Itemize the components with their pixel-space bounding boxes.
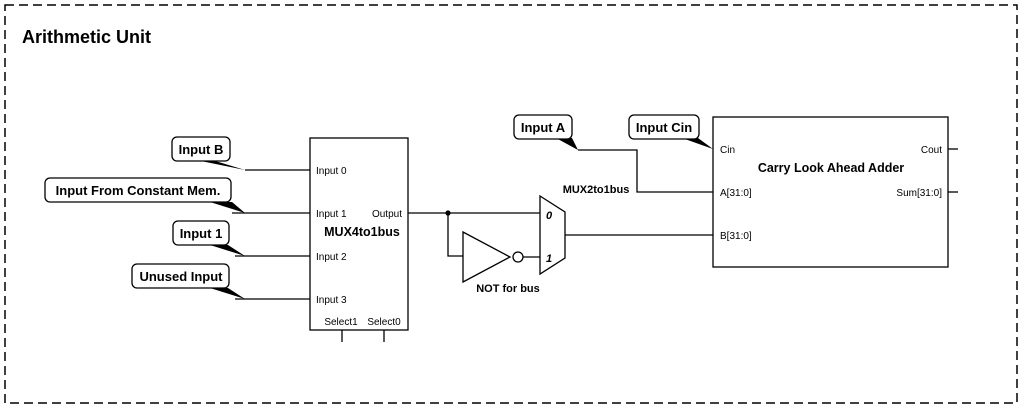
pin-unused-input-label: Unused Input <box>139 269 223 284</box>
pin-input-a[interactable]: Input A <box>513 114 578 150</box>
pin-input-cin-label: Input Cin <box>636 120 692 135</box>
adder-a-label: A[31:0] <box>720 188 752 199</box>
wire-to-not-gate <box>447 213 463 257</box>
pin-input-b[interactable]: Input B <box>171 136 245 170</box>
arithmetic-unit-frame <box>4 4 1018 404</box>
pin-input-b-label: Input B <box>179 142 224 157</box>
adder-cout-label: Cout <box>921 145 942 156</box>
mux4-input0-label: Input 0 <box>316 166 347 177</box>
not-gate-name: NOT for bus <box>476 283 540 295</box>
adder-b-label: B[31:0] <box>720 231 752 242</box>
adder-sum-label: Sum[31:0] <box>896 188 942 199</box>
mux2-input1-label: 1 <box>546 253 552 265</box>
mux4-select1-label: Select1 <box>324 317 358 328</box>
mux2-input0-label: 0 <box>546 210 553 222</box>
carry-lookahead-adder-block[interactable]: Cin A[31:0] B[31:0] Cout Sum[31:0] Carry… <box>712 116 949 268</box>
mux4-input2-label: Input 2 <box>316 252 347 263</box>
mux4-input3-label: Input 3 <box>316 295 347 306</box>
not-gate[interactable] <box>462 230 524 284</box>
wire-input-a <box>578 149 713 193</box>
mux4-name: MUX4to1bus <box>324 225 400 239</box>
mux4-input1-label: Input 1 <box>316 209 347 220</box>
adder-cin-label: Cin <box>720 145 735 156</box>
adder-name: Carry Look Ahead Adder <box>758 161 904 175</box>
mux2-name: MUX2to1bus <box>563 184 630 196</box>
pin-input-const-label: Input From Constant Mem. <box>56 183 221 198</box>
pin-input-const[interactable]: Input From Constant Mem. <box>44 177 245 213</box>
pin-input-1[interactable]: Input 1 <box>172 220 245 256</box>
mux4-select0-label: Select0 <box>367 317 401 328</box>
pin-input-cin[interactable]: Input Cin <box>628 114 713 149</box>
mux4-output-label: Output <box>372 209 402 220</box>
diagram-title: Arithmetic Unit <box>22 27 151 47</box>
pin-input-1-label: Input 1 <box>180 226 223 241</box>
mux2to1bus-block[interactable]: 0 1 <box>539 194 566 276</box>
pin-input-a-label: Input A <box>521 120 566 135</box>
mux4to1bus-block[interactable]: Input 0 Input 1 Input 2 Input 3 Output M… <box>309 137 409 331</box>
pin-unused-input[interactable]: Unused Input <box>131 263 245 299</box>
